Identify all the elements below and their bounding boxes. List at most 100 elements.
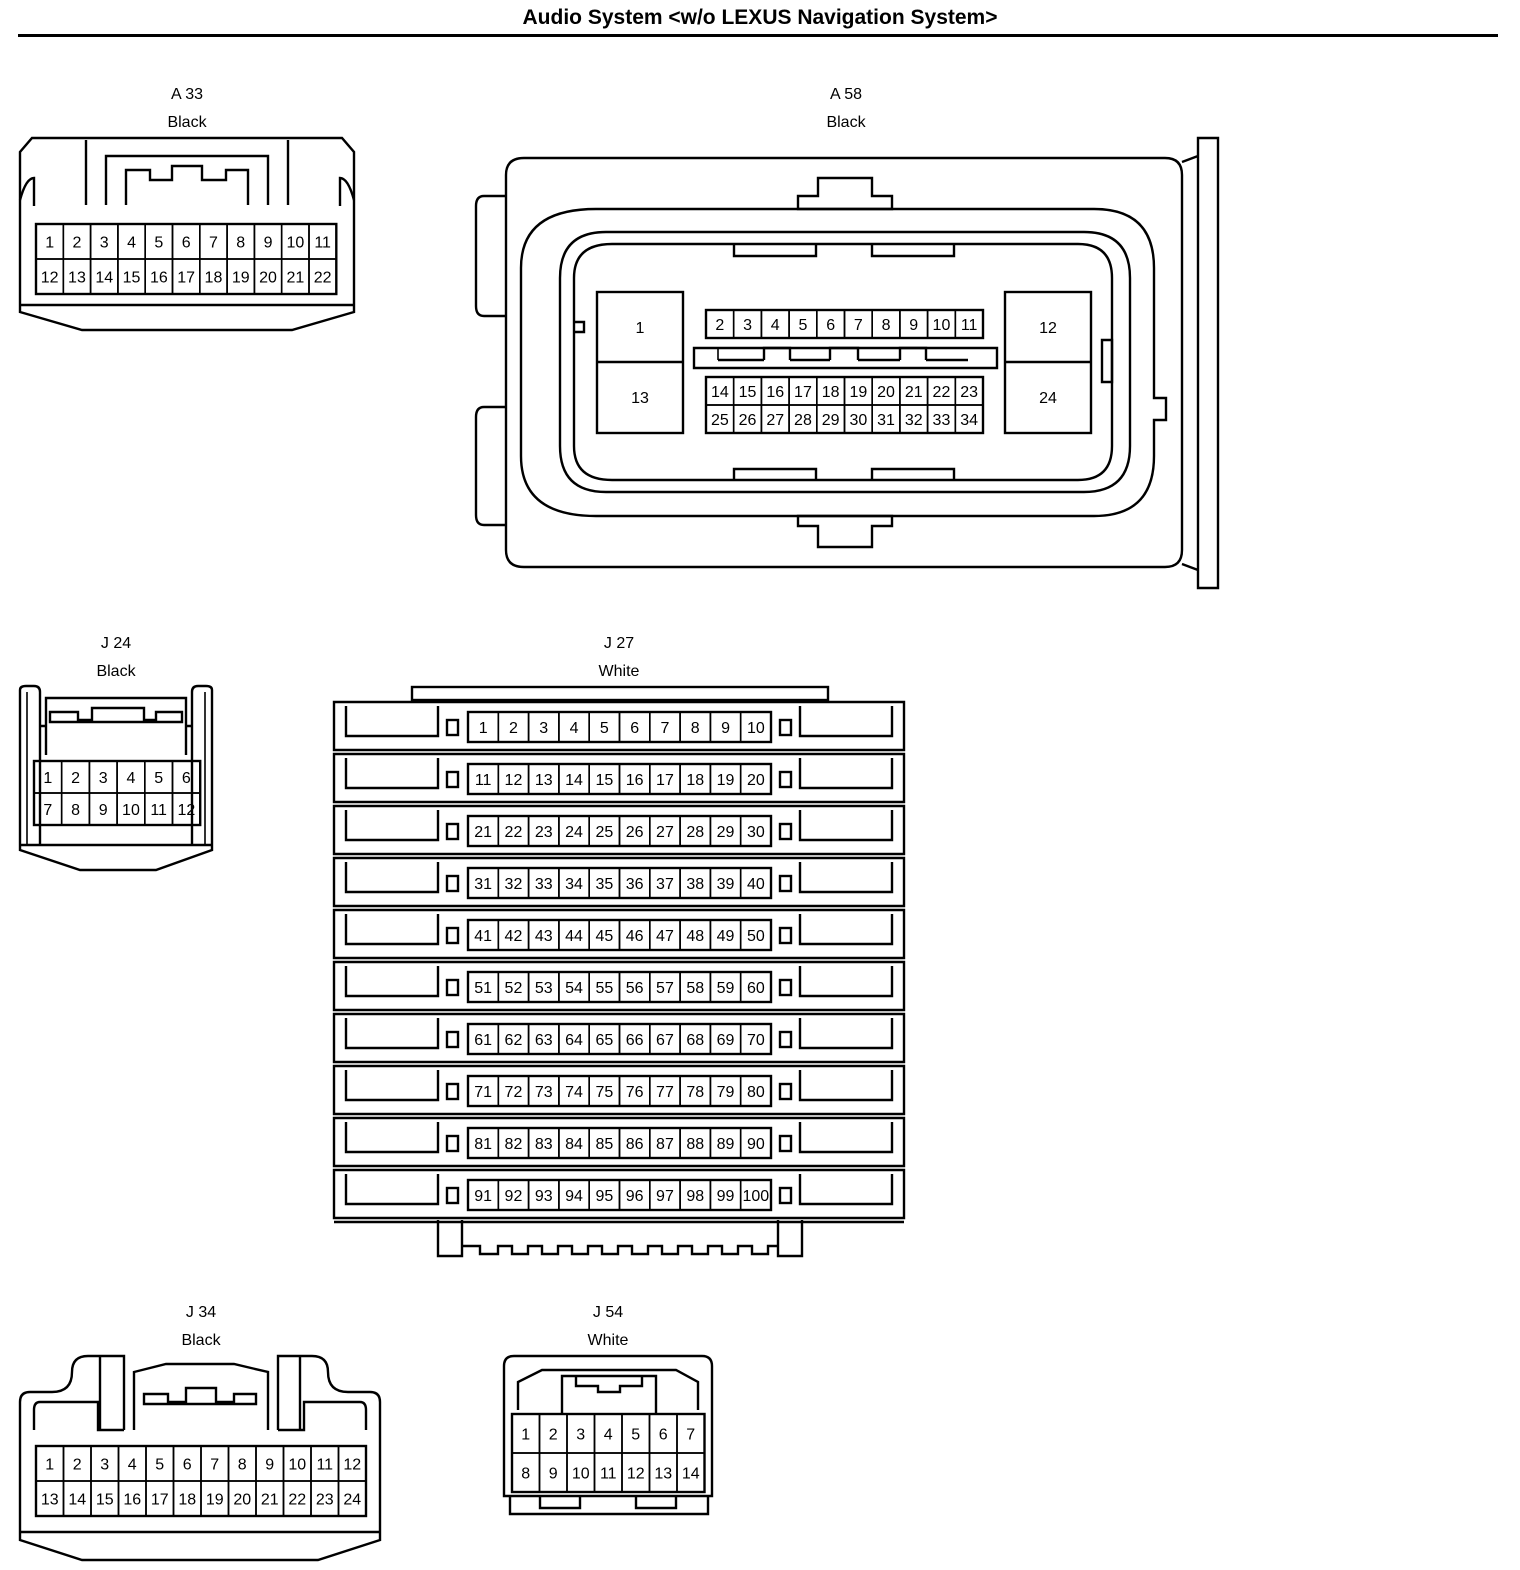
a58-pin-11: 11 bbox=[961, 317, 978, 334]
j34-pin-10: 10 bbox=[288, 1456, 306, 1473]
j27-pin-71: 71 bbox=[474, 1084, 492, 1101]
j54-pin-12: 12 bbox=[627, 1465, 645, 1482]
j27-pin-38: 38 bbox=[686, 876, 704, 893]
a58-pin-31: 31 bbox=[877, 412, 895, 429]
j27-pin-70: 70 bbox=[747, 1032, 765, 1049]
j27-pin-36: 36 bbox=[626, 876, 644, 893]
connector-j34-id: J 34 bbox=[185, 1304, 217, 1321]
j34-pin-23: 23 bbox=[316, 1491, 334, 1508]
a58-pin-33: 33 bbox=[933, 412, 951, 429]
j27-pin-28: 28 bbox=[686, 824, 704, 841]
a58-pin-22: 22 bbox=[933, 384, 951, 401]
a58-pin-21: 21 bbox=[905, 384, 923, 401]
connector-a33-id: A 33 bbox=[170, 86, 204, 103]
j27-pin-79: 79 bbox=[717, 1084, 735, 1101]
j27-pin-90: 90 bbox=[747, 1136, 765, 1153]
j27-pin-76: 76 bbox=[626, 1084, 644, 1101]
j27-pin-56: 56 bbox=[626, 980, 644, 997]
a58-pin-27: 27 bbox=[766, 412, 784, 429]
svg-text:13: 13 bbox=[631, 390, 649, 407]
j54-pin-1: 1 bbox=[521, 1426, 530, 1443]
j27-pin-16: 16 bbox=[626, 772, 644, 789]
j34-pin-17: 17 bbox=[151, 1491, 169, 1508]
j27-pin-88: 88 bbox=[686, 1136, 704, 1153]
a58-pin-25: 25 bbox=[711, 412, 729, 429]
j34-pin-8: 8 bbox=[238, 1456, 247, 1473]
a58-pin-26: 26 bbox=[739, 412, 757, 429]
j27-pin-45: 45 bbox=[595, 928, 613, 945]
j54-pin-7: 7 bbox=[686, 1426, 695, 1443]
a58-pin-19: 19 bbox=[849, 384, 867, 401]
j34-pin-3: 3 bbox=[100, 1456, 109, 1473]
j27-pin-49: 49 bbox=[717, 928, 735, 945]
j27-pin-46: 46 bbox=[626, 928, 644, 945]
j27-pin-9: 9 bbox=[721, 720, 730, 737]
connector-j27-id: J 27 bbox=[603, 635, 635, 652]
a58-pin-28: 28 bbox=[794, 412, 812, 429]
j27-pin-98: 98 bbox=[686, 1188, 704, 1205]
j27-pin-29: 29 bbox=[717, 824, 735, 841]
j27-pin-96: 96 bbox=[626, 1188, 644, 1205]
a58-pin-9: 9 bbox=[909, 317, 918, 334]
j27-pin-37: 37 bbox=[656, 876, 674, 893]
a58-pin-29: 29 bbox=[822, 412, 840, 429]
j27-pin-59: 59 bbox=[717, 980, 735, 997]
j27-pin-13: 13 bbox=[535, 772, 553, 789]
j27-pin-60: 60 bbox=[747, 980, 765, 997]
j24-pin-10: 10 bbox=[122, 802, 140, 819]
j27-pin-44: 44 bbox=[565, 928, 583, 945]
connector-j34-color: Black bbox=[181, 1332, 221, 1349]
j27-pin-25: 25 bbox=[595, 824, 613, 841]
j24-pin-12: 12 bbox=[177, 802, 195, 819]
j24-pin-2: 2 bbox=[71, 770, 80, 787]
j27-pin-61: 61 bbox=[474, 1032, 492, 1049]
j27-pin-48: 48 bbox=[686, 928, 704, 945]
j34-pin-20: 20 bbox=[233, 1491, 251, 1508]
j27-pin-52: 52 bbox=[505, 980, 523, 997]
j54-pin-3: 3 bbox=[576, 1426, 585, 1443]
j34-pin-11: 11 bbox=[316, 1456, 333, 1473]
j27-pin-40: 40 bbox=[747, 876, 765, 893]
connector-a58-id: A 58 bbox=[829, 86, 863, 103]
j24-pin-3: 3 bbox=[99, 770, 108, 787]
j54-pin-6: 6 bbox=[659, 1426, 668, 1443]
j34-pin-16: 16 bbox=[123, 1491, 141, 1508]
j34-pin-13: 13 bbox=[41, 1491, 59, 1508]
j27-pin-63: 63 bbox=[535, 1032, 553, 1049]
a58-pin-30: 30 bbox=[849, 412, 867, 429]
j54-pin-11: 11 bbox=[600, 1465, 617, 1482]
j24-pin-8: 8 bbox=[71, 802, 80, 819]
a33-pin-13: 13 bbox=[68, 269, 86, 286]
j27-pin-42: 42 bbox=[505, 928, 523, 945]
j34-pin-15: 15 bbox=[96, 1491, 114, 1508]
j27-pin-1: 1 bbox=[479, 720, 488, 737]
a33-pin-16: 16 bbox=[150, 269, 168, 286]
j27-pin-5: 5 bbox=[600, 720, 609, 737]
a33-pin-20: 20 bbox=[259, 269, 277, 286]
j27-pin-68: 68 bbox=[686, 1032, 704, 1049]
j27-pin-65: 65 bbox=[595, 1032, 613, 1049]
connector-j54-color: White bbox=[587, 1332, 629, 1349]
j27-pin-18: 18 bbox=[686, 772, 704, 789]
j27-pin-15: 15 bbox=[595, 772, 613, 789]
j27-pin-24: 24 bbox=[565, 824, 583, 841]
j27-pin-77: 77 bbox=[656, 1084, 674, 1101]
j34-pin-4: 4 bbox=[128, 1456, 137, 1473]
j27-pin-6: 6 bbox=[630, 720, 639, 737]
j27-pin-97: 97 bbox=[656, 1188, 674, 1205]
a58-pin-5: 5 bbox=[798, 317, 807, 334]
j27-pin-83: 83 bbox=[535, 1136, 553, 1153]
j24-pin-5: 5 bbox=[154, 770, 163, 787]
a58-pin-34: 34 bbox=[960, 412, 978, 429]
j24-pin-11: 11 bbox=[150, 802, 167, 819]
a58-pin-7: 7 bbox=[854, 317, 863, 334]
a58-pin-15: 15 bbox=[739, 384, 757, 401]
j24-pin-6: 6 bbox=[182, 770, 191, 787]
j34-pin-9: 9 bbox=[265, 1456, 274, 1473]
a33-pin-1: 1 bbox=[45, 234, 54, 251]
j24-pin-1: 1 bbox=[43, 770, 52, 787]
j27-pin-14: 14 bbox=[565, 772, 583, 789]
